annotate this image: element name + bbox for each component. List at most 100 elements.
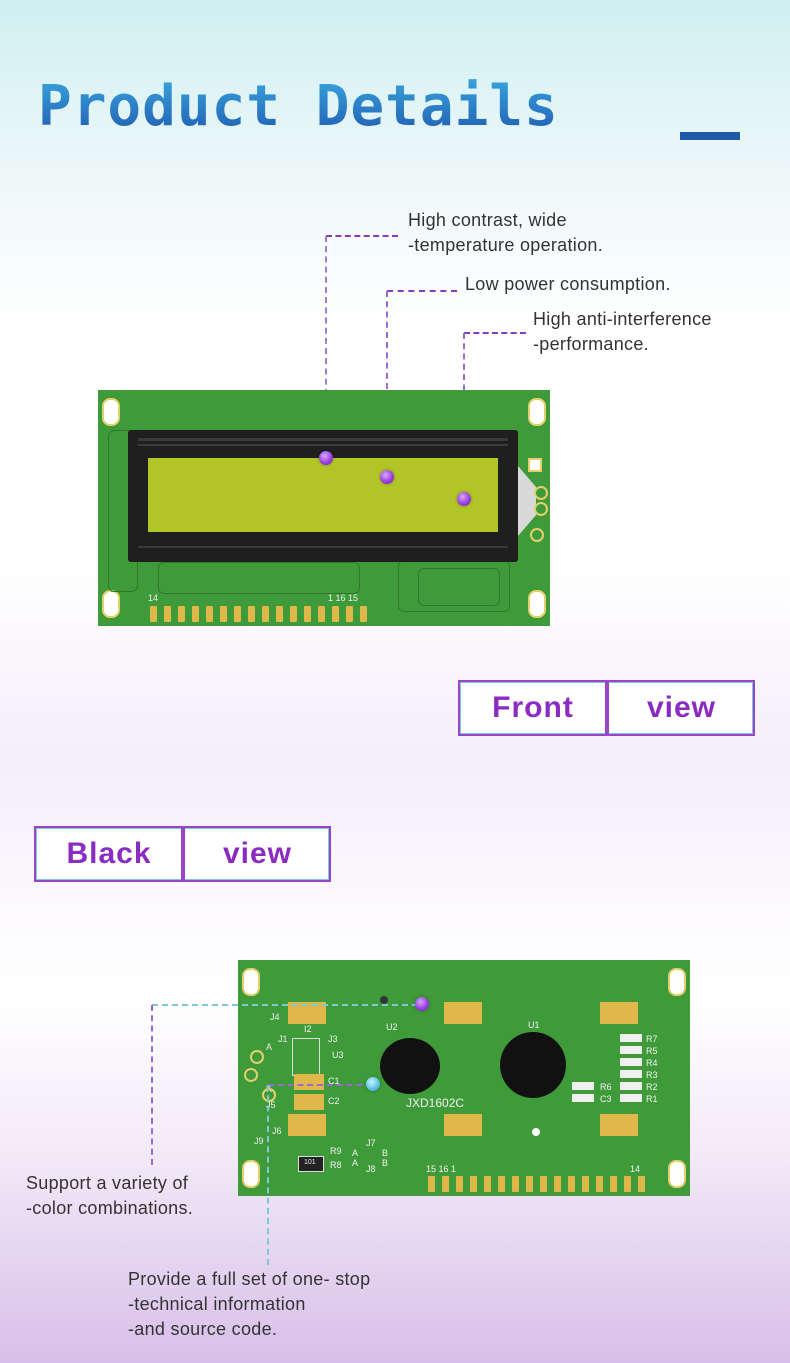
- header-pin: [290, 606, 297, 622]
- pin-label-right: 1 16 15: [328, 593, 359, 603]
- callout-contrast-line2: -temperature operation.: [408, 235, 604, 255]
- silk-r9: R9: [330, 1146, 342, 1156]
- back-callout-dot-1: [415, 997, 429, 1011]
- silk-j3: J3: [328, 1034, 338, 1044]
- back-lcd-board: JXD1602C U2 U1 J4 J1 I2 J3 U3 C1 C2 J5 J…: [238, 960, 690, 1196]
- resistor-code: 101: [304, 1159, 316, 1166]
- bezel-clip: [444, 1114, 482, 1136]
- front-view-label-right: view: [646, 691, 717, 724]
- silk-r3: R3: [646, 1070, 658, 1080]
- via-pad: [262, 1088, 276, 1102]
- cap-pad: [294, 1074, 324, 1090]
- side-pad: [530, 528, 544, 542]
- front-view-label: Front view: [458, 680, 755, 736]
- lcd-bezel: [128, 430, 518, 562]
- callout-color-line2: -color combinations.: [26, 1198, 194, 1218]
- silk-r2: R2: [646, 1082, 658, 1092]
- header-pin: [596, 1176, 603, 1192]
- callout-tech-line3: -and source code.: [128, 1319, 278, 1339]
- bezel-ridge: [138, 444, 508, 446]
- header-pin: [192, 606, 199, 622]
- leader-line-2-v: [386, 291, 388, 471]
- smd-resistor: 101: [298, 1156, 324, 1172]
- via-pad: [244, 1068, 258, 1082]
- bezel-ridge: [138, 546, 508, 548]
- header-pin: [360, 606, 367, 622]
- smd-pads: [572, 1082, 594, 1104]
- silk-ab-b1: B: [382, 1148, 389, 1158]
- header-pin: [638, 1176, 645, 1192]
- header-pin: [428, 1176, 435, 1192]
- leader-line-1-v: [325, 236, 327, 456]
- mounting-hole-tr: [668, 968, 686, 996]
- header-pin: [178, 606, 185, 622]
- header-pin: [568, 1176, 575, 1192]
- black-view-label: Black view: [34, 826, 331, 882]
- side-pad: [528, 458, 542, 472]
- header-pin: [624, 1176, 631, 1192]
- back-leader-2-v: [267, 1085, 269, 1265]
- bezel-clip: [600, 1002, 638, 1024]
- back-pin-label-left: 15 16 1: [426, 1164, 457, 1174]
- black-view-label-right: view: [222, 837, 293, 870]
- callout-dot-1: [319, 451, 333, 465]
- header-pin: [470, 1176, 477, 1192]
- silk-r4: R4: [646, 1058, 658, 1068]
- silk-c2: C2: [328, 1096, 340, 1106]
- callout-power: Low power consumption.: [465, 272, 671, 297]
- smd-resistor-array: [620, 1034, 642, 1106]
- silk-j4: J4: [270, 1012, 280, 1022]
- callout-interference: High anti-interference -performance.: [533, 307, 712, 357]
- header-pin: [582, 1176, 589, 1192]
- silk-c1: C1: [328, 1076, 340, 1086]
- header-pin: [498, 1176, 505, 1192]
- label-divider: [181, 826, 185, 882]
- leader-line-2-h: [387, 290, 457, 292]
- silk-j5: J5: [266, 1100, 276, 1110]
- header-pin: [164, 606, 171, 622]
- silk-r8: R8: [330, 1160, 342, 1170]
- mounting-hole-br: [528, 590, 546, 618]
- silk-i2: I2: [304, 1024, 312, 1034]
- silk-u1: U1: [528, 1020, 540, 1030]
- cap-pad: [294, 1094, 324, 1110]
- callout-color-combos: Support a variety of -color combinations…: [26, 1171, 193, 1221]
- bezel-clip: [444, 1002, 482, 1024]
- callout-contrast: High contrast, wide -temperature operati…: [408, 208, 603, 258]
- silk-r5: R5: [646, 1046, 658, 1056]
- header-pin: [484, 1176, 491, 1192]
- pin-label-left: 14: [148, 593, 159, 603]
- silk-u3: U3: [332, 1050, 344, 1060]
- header-pin: [206, 606, 213, 622]
- side-pad: [534, 486, 548, 500]
- callout-power-line1: Low power consumption.: [465, 274, 671, 294]
- callout-tech-line2: -technical information: [128, 1294, 306, 1314]
- silk-c3: C3: [600, 1094, 612, 1104]
- silk-ab-a1: A: [352, 1148, 359, 1158]
- label-divider: [605, 680, 609, 736]
- silk-j6: J6: [272, 1126, 282, 1136]
- mounting-hole-bl: [102, 590, 120, 618]
- mounting-hole-tl: [102, 398, 120, 426]
- callout-tech-line1: Provide a full set of one- stop: [128, 1269, 371, 1289]
- silk-j7: J7: [366, 1138, 376, 1148]
- back-pin-label-right: 14: [630, 1164, 641, 1174]
- via-hole: [380, 996, 388, 1004]
- chip-blob-u2: [380, 1038, 440, 1094]
- mounting-hole-br: [668, 1160, 686, 1188]
- silk-j9: J9: [254, 1136, 264, 1146]
- callout-interference-line1: High anti-interference: [533, 309, 712, 329]
- mounting-hole-bl: [242, 1160, 260, 1188]
- header-pin: [456, 1176, 463, 1192]
- silk-r1: R1: [646, 1094, 658, 1104]
- mounting-hole-tl: [242, 968, 260, 996]
- via-pad: [250, 1050, 264, 1064]
- header-pin: [234, 606, 241, 622]
- back-leader-1-v: [151, 1005, 153, 1165]
- silk-j1: J1: [278, 1034, 288, 1044]
- silk-ab-b2: B: [382, 1158, 389, 1168]
- callout-color-line1: Support a variety of: [26, 1173, 189, 1193]
- front-lcd-board: 14 1 16 15: [98, 390, 550, 626]
- bezel-clip: [600, 1114, 638, 1136]
- silk-ab-a2: A: [352, 1158, 359, 1168]
